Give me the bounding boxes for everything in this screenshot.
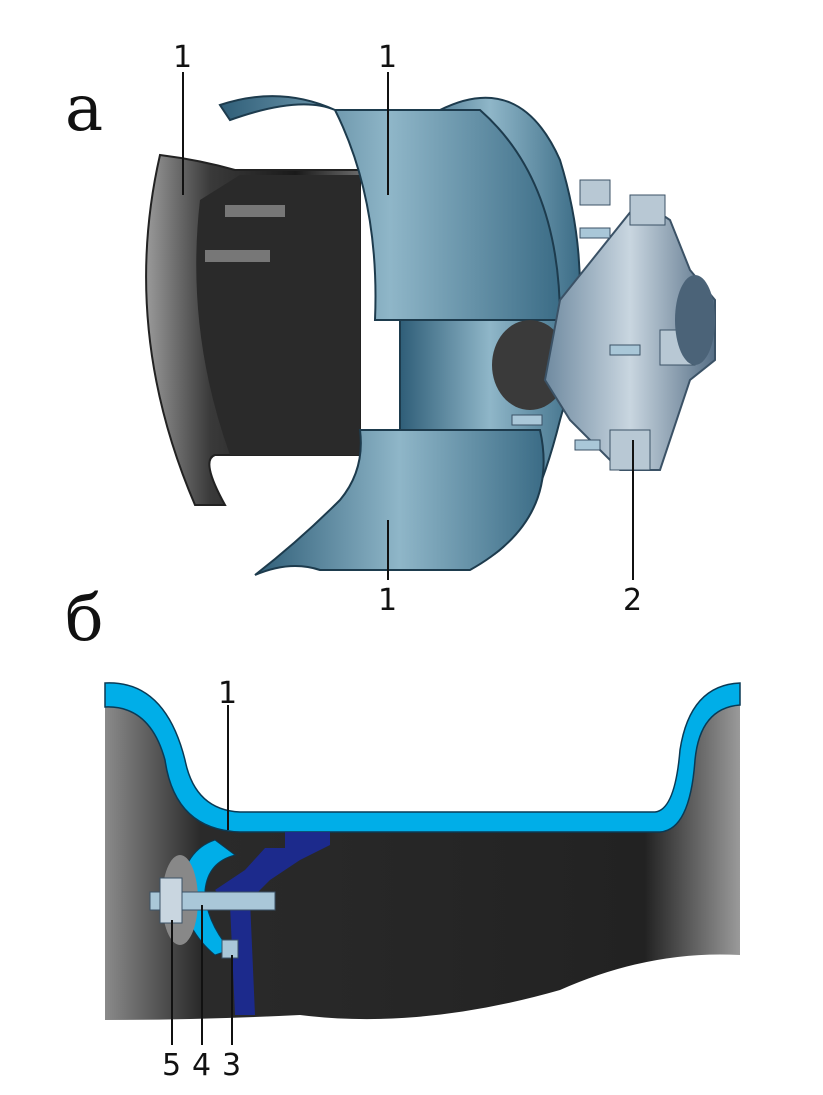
callout-5-nut: 5 <box>162 1048 181 1083</box>
figure-a-exploded-wheel: а 1 1 1 2 <box>65 40 716 618</box>
figure-b-letter: б <box>65 582 104 656</box>
callout-1-lower-segment: 1 <box>378 583 397 618</box>
callout-1-upper-segment: 1 <box>378 40 397 75</box>
callout-4-bolt: 4 <box>192 1048 211 1083</box>
hub-flange <box>215 832 330 1015</box>
wheel-studs <box>511 227 641 451</box>
callout-1-rim-section: 1 <box>218 676 237 711</box>
rim-inner-wall <box>196 175 360 455</box>
callout-lines-b <box>171 705 233 1045</box>
rim-segment-lower <box>254 429 545 576</box>
rim-slot <box>225 205 285 217</box>
washer <box>221 939 239 959</box>
figure-a-letter: а <box>65 72 103 146</box>
rim-slot <box>205 250 270 262</box>
nut <box>159 877 183 924</box>
callout-1-outer-rim: 1 <box>173 40 192 75</box>
wheel-hub <box>492 179 716 471</box>
callout-3-clamp: 3 <box>222 1048 241 1083</box>
rim-interior <box>105 704 740 1020</box>
callout-2-hub: 2 <box>623 583 642 618</box>
figure-b-cross-section: б 1 5 4 3 <box>65 582 741 1083</box>
callout-lines <box>182 72 634 580</box>
rim-section-profile <box>104 682 741 833</box>
